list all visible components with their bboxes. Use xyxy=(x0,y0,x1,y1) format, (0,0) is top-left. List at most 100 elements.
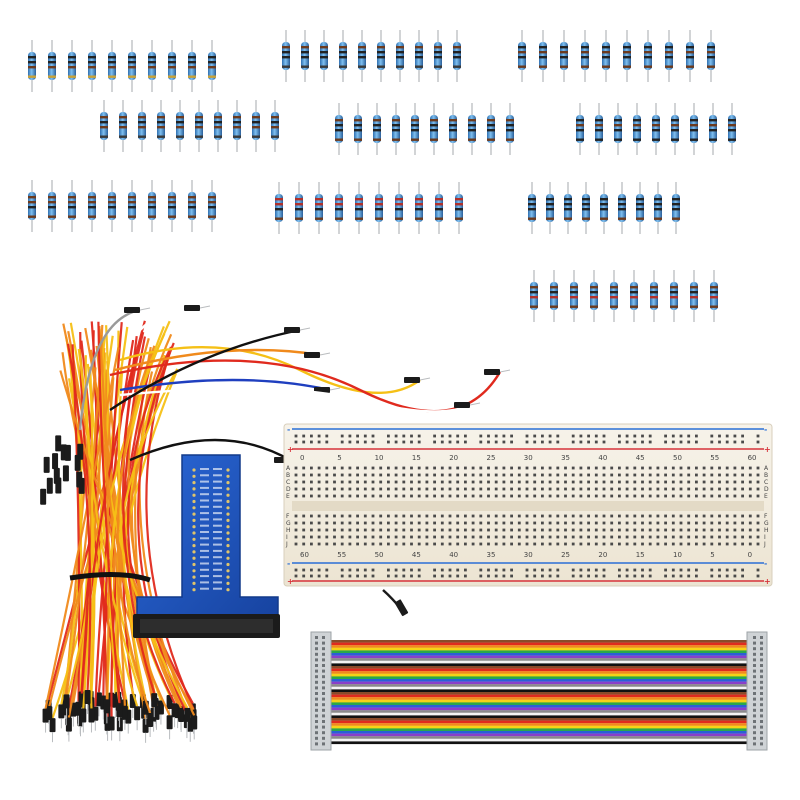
breadboard-hole xyxy=(587,542,590,546)
resistor-band xyxy=(602,65,610,68)
breadboard-hole xyxy=(464,535,467,539)
resistor-band xyxy=(636,203,644,206)
breadboard-hole xyxy=(363,528,367,532)
gpio-pin xyxy=(192,512,196,516)
breadboard-hole xyxy=(502,542,506,546)
resistor-band xyxy=(373,124,381,127)
breadboard-hole xyxy=(440,440,444,444)
resistor xyxy=(595,103,603,155)
breadboard-row-letter: E xyxy=(764,493,768,500)
gpio-pin xyxy=(226,512,230,516)
resistor-band xyxy=(430,124,438,127)
resistor-band xyxy=(644,65,652,68)
jumper-wire-pin-housing xyxy=(404,377,420,383)
breadboard-hole xyxy=(710,521,714,525)
resistor xyxy=(670,270,678,322)
breadboard-hole xyxy=(464,440,467,444)
breadboard-hole xyxy=(641,521,644,525)
resistor-band xyxy=(295,217,303,220)
resistor-band xyxy=(707,65,715,68)
breadboard-hole xyxy=(548,574,552,578)
ribbon-connector-hole xyxy=(760,636,763,639)
breadboard-hole xyxy=(356,528,359,532)
breadboard-column-number: 35 xyxy=(561,454,570,462)
resistor-band xyxy=(487,129,495,132)
breadboard-hole xyxy=(656,480,660,484)
breadboard-hole xyxy=(356,440,359,444)
gpio-pin-label-mark xyxy=(200,486,209,489)
ribbon-wire xyxy=(331,705,747,708)
resistor-band xyxy=(339,65,347,68)
resistor-band xyxy=(100,135,108,138)
resistor-band xyxy=(468,119,476,122)
resistor-band xyxy=(690,138,698,141)
resistor-band xyxy=(530,286,538,289)
resistor-band xyxy=(128,201,136,204)
breadboard-hole xyxy=(317,568,321,572)
jumper-wire-pin-housing xyxy=(40,488,47,505)
breadboard-hole xyxy=(733,542,737,546)
resistor-band xyxy=(128,56,136,59)
breadboard-hole xyxy=(748,466,752,470)
breadboard-hole xyxy=(479,521,483,525)
breadboard-column-number: 50 xyxy=(673,454,682,462)
breadboard-row-letter: B xyxy=(286,472,290,479)
breadboard-hole xyxy=(517,473,521,477)
breadboard-hole xyxy=(494,528,498,532)
breadboard-hole xyxy=(633,480,637,484)
resistor-band xyxy=(650,286,658,289)
breadboard-hole xyxy=(456,440,460,444)
breadboard-hole xyxy=(402,514,406,518)
breadboard-hole xyxy=(679,440,683,444)
breadboard-hole xyxy=(618,514,621,518)
breadboard-hole xyxy=(710,480,714,484)
breadboard-hole xyxy=(625,574,629,578)
ribbon-wire xyxy=(331,692,747,695)
resistor xyxy=(618,182,626,234)
breadboard-hole xyxy=(533,440,537,444)
ribbon-connector-hole xyxy=(753,669,756,673)
breadboard-hole xyxy=(541,535,544,539)
breadboard-hole xyxy=(325,542,329,546)
breadboard-hole xyxy=(340,440,344,444)
breadboard-hole xyxy=(502,440,506,444)
breadboard-hole xyxy=(410,528,413,532)
breadboard-hole xyxy=(702,466,706,470)
breadboard-hole xyxy=(618,574,621,578)
resistor-band xyxy=(358,56,366,59)
breadboard-hole xyxy=(648,434,652,438)
breadboard-hole xyxy=(464,494,467,498)
ribbon-connector-hole xyxy=(315,652,318,656)
breadboard-hole xyxy=(310,568,313,572)
ribbon-connector-hole xyxy=(753,703,756,707)
breadboard-hole xyxy=(679,466,683,470)
breadboard-hole xyxy=(487,521,490,525)
gpio-pin-label-mark xyxy=(213,543,222,546)
breadboard-hole xyxy=(464,487,467,491)
resistor-band xyxy=(168,66,176,69)
resistor-band xyxy=(506,138,514,141)
breadboard-hole xyxy=(695,535,698,539)
resistor xyxy=(396,30,404,82)
breadboard-hole xyxy=(510,535,513,539)
breadboard-hole xyxy=(633,440,637,444)
breadboard-hole xyxy=(363,480,367,484)
breadboard-hole xyxy=(625,535,629,539)
breadboard-hole xyxy=(348,440,352,444)
breadboard-hole xyxy=(695,466,698,470)
jumper-wire-pin-housing xyxy=(64,444,71,461)
resistor xyxy=(468,103,476,155)
resistor-band xyxy=(430,119,438,122)
breadboard-hole xyxy=(571,473,575,477)
breadboard-hole xyxy=(718,568,721,572)
breadboard-hole xyxy=(587,494,590,498)
resistor-band xyxy=(434,51,442,54)
resistor-band xyxy=(602,51,610,54)
gpio-pin xyxy=(226,569,230,573)
resistor-band xyxy=(208,61,216,64)
ribbon-connector-hole xyxy=(322,658,325,662)
resistor-band xyxy=(271,116,279,119)
